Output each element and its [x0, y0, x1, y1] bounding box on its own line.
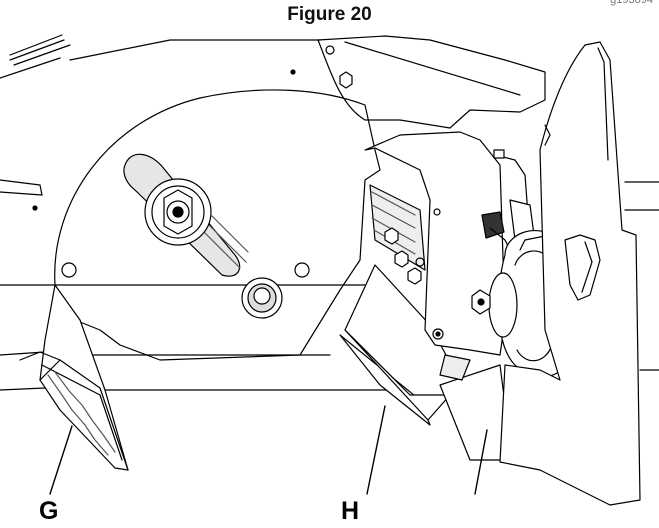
housing-holes [33, 206, 309, 277]
leader-h [367, 406, 385, 494]
lower-hub [242, 278, 282, 318]
upper-guard [291, 36, 545, 128]
callout-g: G [39, 497, 59, 525]
leader-h2 [475, 430, 487, 494]
housing-plate [55, 90, 380, 360]
leader-g [50, 426, 72, 494]
shaft-assembly [124, 154, 248, 276]
left-flap [20, 285, 128, 470]
front-panel [500, 42, 659, 505]
figure-caption: Figure 20 [287, 4, 372, 25]
upper-left-rail [0, 35, 70, 78]
frame-lines [0, 40, 400, 390]
bracket-plate [365, 132, 505, 380]
leader-lines [50, 406, 487, 494]
adjust-knob [482, 150, 534, 250]
callout-h: H [341, 497, 360, 525]
figure-code: g193894 [610, 0, 653, 6]
scraper-flaps [340, 265, 512, 460]
